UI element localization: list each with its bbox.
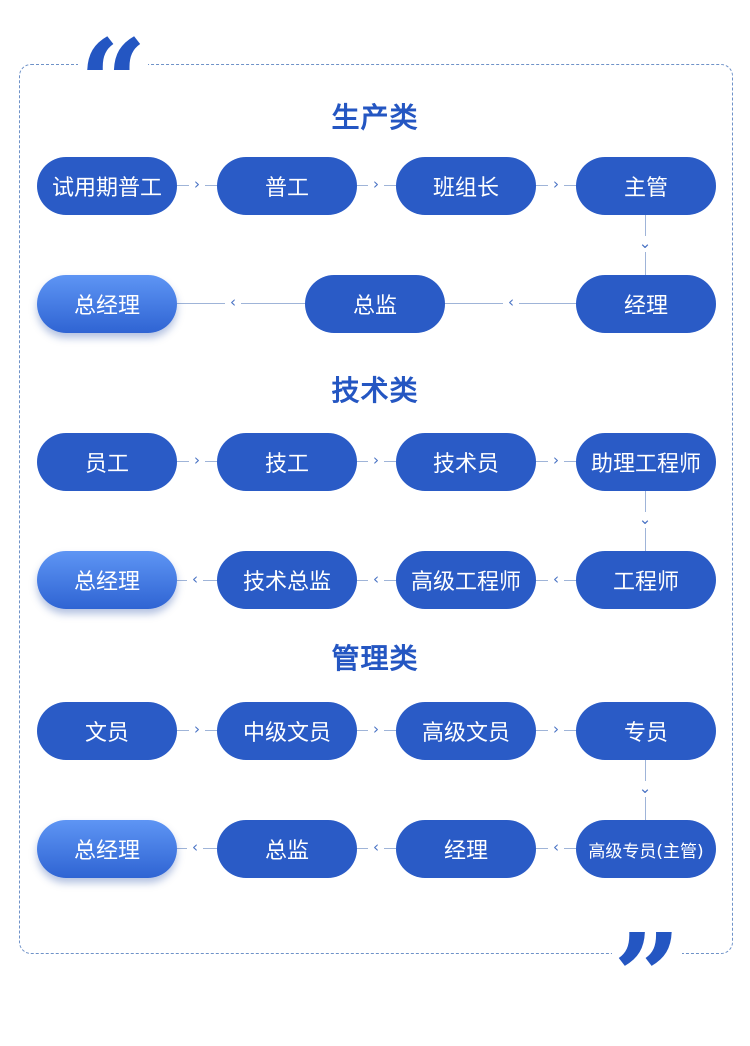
chevron-right-icon: › bbox=[548, 453, 564, 469]
node-specialist: 专员 bbox=[576, 702, 716, 760]
section-title-technical: 技术类 bbox=[331, 374, 419, 407]
node-engineer: 工程师 bbox=[576, 551, 716, 609]
node-team-leader: 班组长 bbox=[396, 157, 536, 215]
node-senior-clerk: 高级文员 bbox=[396, 702, 536, 760]
chevron-left-icon: ‹ bbox=[548, 572, 564, 588]
chevron-down-icon: ⌄ bbox=[637, 234, 653, 252]
chevron-left-icon: ‹ bbox=[187, 840, 203, 856]
chevron-left-icon: ‹ bbox=[225, 295, 241, 311]
content-frame bbox=[19, 64, 733, 954]
node-intermediate-clerk: 中级文员 bbox=[217, 702, 357, 760]
chevron-left-icon: ‹ bbox=[368, 572, 384, 588]
node-probation-worker: 试用期普工 bbox=[37, 157, 177, 215]
node-manager: 经理 bbox=[396, 820, 536, 878]
connector-line bbox=[176, 303, 306, 304]
node-clerk: 文员 bbox=[37, 702, 177, 760]
chevron-left-icon: ‹ bbox=[503, 295, 519, 311]
chevron-right-icon: › bbox=[368, 453, 384, 469]
chevron-left-icon: ‹ bbox=[187, 572, 203, 588]
node-general-manager: 总经理 bbox=[37, 275, 177, 333]
node-employee: 员工 bbox=[37, 433, 177, 491]
chevron-left-icon: ‹ bbox=[368, 840, 384, 856]
node-general-worker: 普工 bbox=[217, 157, 357, 215]
node-technical-director: 技术总监 bbox=[217, 551, 357, 609]
node-manager: 经理 bbox=[576, 275, 716, 333]
open-quote-icon: “ bbox=[78, 13, 148, 152]
node-assistant-engineer: 助理工程师 bbox=[576, 433, 716, 491]
node-director: 总监 bbox=[305, 275, 445, 333]
node-director: 总监 bbox=[217, 820, 357, 878]
node-supervisor: 主管 bbox=[576, 157, 716, 215]
section-title-management: 管理类 bbox=[331, 642, 419, 675]
chevron-right-icon: › bbox=[368, 722, 384, 738]
node-technical-staff: 技术员 bbox=[396, 433, 536, 491]
chevron-right-icon: › bbox=[548, 177, 564, 193]
node-technician: 技工 bbox=[217, 433, 357, 491]
node-senior-specialist: 高级专员(主管) bbox=[576, 820, 716, 878]
chevron-left-icon: ‹ bbox=[548, 840, 564, 856]
node-general-manager: 总经理 bbox=[37, 551, 177, 609]
section-title-production: 生产类 bbox=[331, 101, 419, 134]
chevron-right-icon: › bbox=[189, 453, 205, 469]
node-senior-engineer: 高级工程师 bbox=[396, 551, 536, 609]
chevron-right-icon: › bbox=[189, 177, 205, 193]
node-general-manager: 总经理 bbox=[37, 820, 177, 878]
close-quote-icon: ” bbox=[612, 907, 682, 1046]
chevron-right-icon: › bbox=[368, 177, 384, 193]
chevron-down-icon: ⌄ bbox=[637, 510, 653, 528]
chevron-down-icon: ⌄ bbox=[637, 779, 653, 797]
chevron-right-icon: › bbox=[189, 722, 205, 738]
chevron-right-icon: › bbox=[548, 722, 564, 738]
